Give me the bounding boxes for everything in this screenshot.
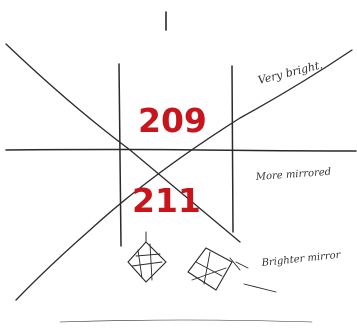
- note-more-mirrored: More mirrored: [254, 167, 331, 183]
- number-211: 211: [132, 181, 201, 220]
- grid-vertical-right: [232, 66, 233, 232]
- note-very-bright: Very bright.: [257, 58, 324, 87]
- grid-vertical-left: [119, 64, 121, 246]
- x-stroke-down: [6, 44, 240, 242]
- sketch-figure-diamond: [128, 232, 166, 282]
- sketch-figure-window: [188, 248, 276, 292]
- bottom-faint-line: [60, 320, 312, 322]
- note-brighter-mirror: Brighter mirror: [260, 250, 342, 269]
- number-209: 209: [138, 101, 207, 140]
- grid-horizontal: [6, 150, 356, 152]
